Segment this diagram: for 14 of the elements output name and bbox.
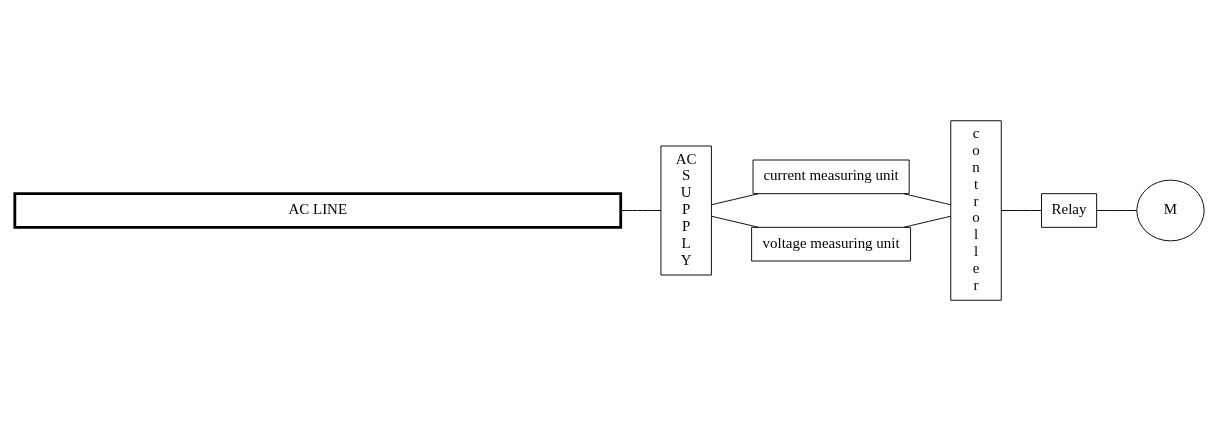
connector [903,215,952,228]
connector [620,210,662,211]
connector [711,193,759,206]
connector [1096,210,1138,211]
node-box: voltage measuring unit [751,226,912,262]
connector [1000,210,1042,211]
connector [711,215,759,228]
node-box: Relay [1041,193,1098,228]
node-circle: M [1136,179,1205,242]
node-box: AC LINE [13,192,623,229]
node-box: AC S U P P L Y [660,145,712,276]
connector [903,193,952,206]
node-box: current measuring unit [752,159,910,195]
node-box: c o n t r o l l e r [950,120,1002,301]
